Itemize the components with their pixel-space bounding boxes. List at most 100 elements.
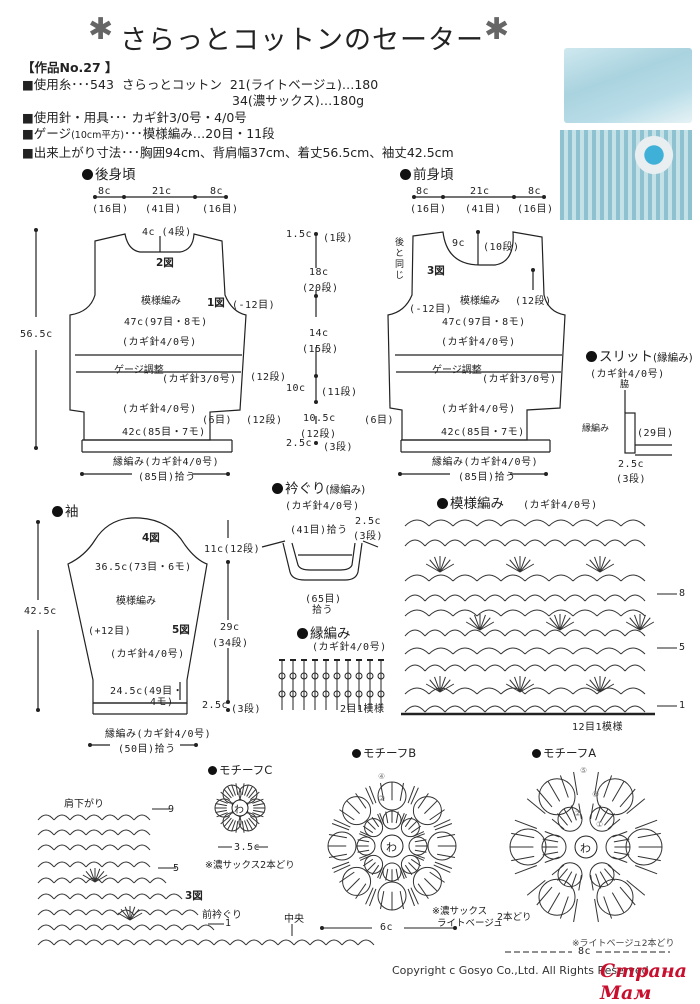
scale-label: 10c	[286, 383, 306, 394]
chain-arc	[476, 574, 502, 582]
scale-label: (12段)	[300, 429, 337, 440]
chain-arc	[572, 519, 598, 527]
chain-arc	[524, 647, 550, 655]
chain-arc	[149, 877, 167, 884]
chain-arc	[165, 909, 183, 916]
chain-arc	[69, 909, 87, 916]
stitch-post	[220, 816, 231, 825]
watermark: Страна Мам	[600, 960, 687, 1004]
chain-arc	[404, 609, 430, 617]
detail-photo	[560, 130, 692, 220]
side-label: 脇	[620, 380, 630, 390]
stitch-post	[377, 813, 383, 826]
row-marker: 5	[679, 642, 686, 653]
chain-arc	[165, 939, 183, 946]
stitch-post	[526, 798, 546, 814]
size-label: 3.5c	[234, 842, 261, 853]
chain-arc	[181, 939, 199, 946]
chain-arc	[484, 629, 506, 637]
figure-ref: 2図	[156, 257, 174, 269]
chain-arc	[464, 664, 486, 672]
chain-arc	[564, 539, 586, 547]
figure-ref: 4図	[142, 532, 160, 544]
chain-arc	[564, 629, 586, 637]
scale-label: 2.5c	[286, 438, 313, 449]
chain-arc	[544, 629, 566, 637]
fan-stitch	[519, 683, 535, 693]
fan-stitch	[639, 621, 655, 631]
stitch-post	[244, 784, 249, 796]
stitch-post	[359, 833, 371, 839]
stitch-post	[359, 831, 372, 837]
chain-arc	[69, 893, 87, 900]
stitch-post	[603, 896, 613, 919]
petal	[412, 866, 442, 896]
stitch-post	[328, 834, 347, 839]
chain-arc	[620, 687, 646, 695]
stitch-post	[362, 858, 374, 867]
stitch-post	[429, 809, 445, 821]
chain-arc	[476, 647, 502, 655]
neckband-subtitle: (縁編み)	[325, 484, 366, 496]
fan-stitch	[559, 614, 566, 631]
width-label: 36.5c(73目・6モ)	[95, 562, 192, 573]
stitch-post	[365, 787, 374, 805]
hook-label: (カギ針4/0号)	[590, 369, 665, 380]
sleeve-outline	[67, 517, 208, 704]
bullet-icon	[82, 169, 93, 180]
edge-height-label: 2.5c	[202, 700, 229, 711]
chain-arc	[133, 861, 151, 868]
scale-label: (11段)	[321, 387, 358, 398]
stitch-post	[599, 871, 609, 886]
inner-petal	[589, 862, 615, 888]
stitch-post	[216, 798, 228, 804]
stitch-post	[547, 780, 561, 802]
chain-arc	[117, 814, 135, 821]
chain-arc	[85, 814, 103, 821]
chain-arc	[101, 814, 119, 821]
stitch-post	[414, 839, 427, 843]
bullet-icon	[586, 351, 597, 362]
work-number: 【作品No.27 】	[22, 60, 118, 75]
chain-arc	[53, 814, 71, 821]
stitch-post	[433, 864, 451, 873]
fan-stitch	[94, 870, 105, 883]
border-label: 縁編み	[582, 424, 610, 434]
chain-arc	[149, 909, 167, 916]
chain-arc	[452, 574, 478, 582]
chain-arc	[604, 594, 626, 602]
stitch-post	[248, 817, 257, 828]
stitch-post	[613, 838, 630, 843]
fan-stitch	[519, 676, 526, 693]
repeat-label: 2目1模様	[340, 704, 385, 715]
stitch-post	[413, 853, 425, 859]
body-height-label: 29c	[220, 622, 240, 633]
petal	[538, 778, 576, 816]
chain-arc	[85, 844, 103, 851]
chain-loop	[300, 690, 308, 698]
fan-stitch	[599, 679, 611, 693]
stitch-post	[514, 865, 537, 875]
stitch-post	[231, 784, 236, 796]
chain-loop	[377, 672, 385, 680]
chain-arc	[452, 519, 478, 527]
chain-arc	[428, 574, 454, 582]
fan-stitch	[559, 621, 575, 631]
chain-arc	[524, 574, 550, 582]
chain-arc	[85, 909, 103, 916]
chain-arc	[357, 939, 375, 946]
chain-arc	[424, 629, 446, 637]
chain-arc	[548, 574, 574, 582]
stitch-post	[526, 880, 546, 896]
stitch-post	[414, 849, 427, 853]
chain-arc	[596, 687, 622, 695]
chain-arc	[476, 609, 502, 617]
chain-arc	[564, 705, 586, 713]
stitch-post	[407, 888, 415, 907]
chain-loop	[366, 690, 374, 698]
chain-arc	[133, 877, 151, 884]
fan-stitch	[599, 559, 611, 573]
motif-b-title: モチーフB	[363, 746, 417, 760]
